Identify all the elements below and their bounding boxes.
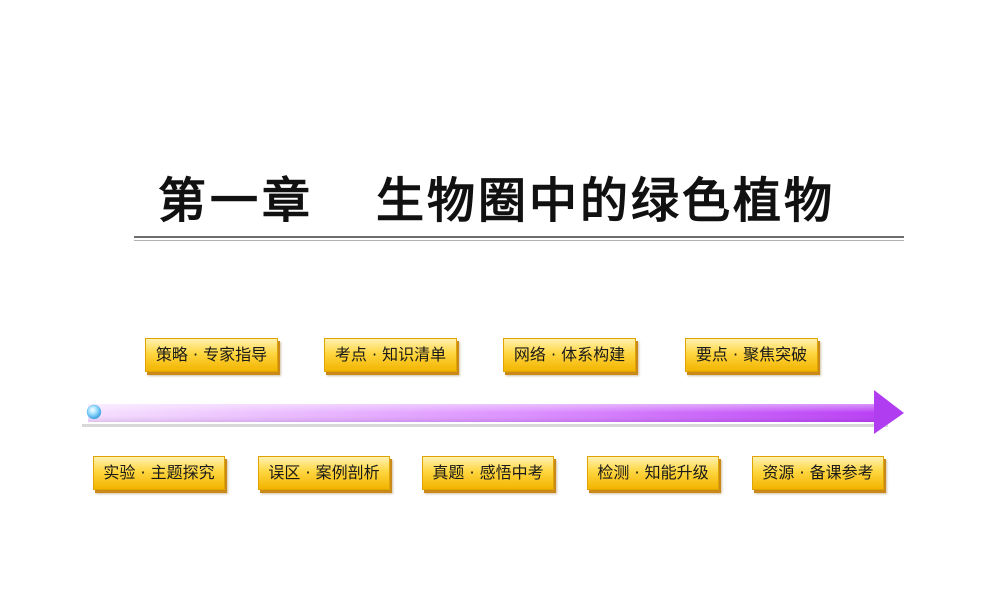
timeline-arrow	[80, 388, 910, 436]
chapter-number: 第一章	[158, 173, 315, 229]
nav-button-strategy[interactable]: 策略 · 专家指导	[145, 338, 278, 372]
title-underline-thin	[134, 240, 904, 241]
title-underline	[134, 236, 904, 238]
nav-button-network[interactable]: 网络 · 体系构建	[503, 338, 636, 372]
timeline-arrow-graphic	[82, 390, 904, 434]
nav-button-assessment[interactable]: 检测 · 知能升级	[587, 456, 719, 490]
nav-button-misconceptions[interactable]: 误区 · 案例剖析	[258, 456, 390, 490]
nav-button-key-points[interactable]: 要点 · 聚焦突破	[685, 338, 818, 372]
chapter-name: 生物圈中的绿色植物	[376, 173, 836, 229]
nav-button-real-exam[interactable]: 真题 · 感悟中考	[422, 456, 554, 490]
nav-button-resources[interactable]: 资源 · 备课参考	[752, 456, 884, 490]
page-title: 第一章 生物圈中的绿色植物	[158, 166, 898, 236]
nav-button-knowledge-list[interactable]: 考点 · 知识清单	[324, 338, 457, 372]
nav-button-experiment[interactable]: 实验 · 主题探究	[93, 456, 225, 490]
